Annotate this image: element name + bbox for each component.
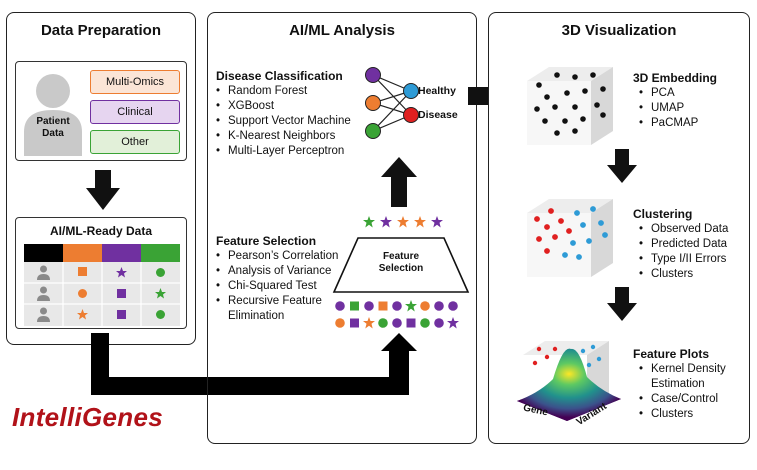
ml-ready-data-title: AI/ML-Ready Data — [49, 224, 153, 238]
clustering-list: Observed Data Predicted Data Type I/II E… — [633, 222, 745, 282]
3d-embedding-section: 3D Embedding PCA UMAP PaCMAP — [633, 71, 743, 131]
list-item: Clusters — [639, 267, 745, 282]
list-item: Random Forest — [216, 84, 361, 99]
clustering-section: Clustering Observed Data Predicted Data … — [633, 207, 745, 282]
list-item: Type I/II Errors — [639, 252, 745, 267]
list-item: Kernel Density Estimation — [639, 362, 745, 392]
list-item: XGBoost — [216, 99, 361, 114]
healthy-label: Healthy — [418, 85, 456, 97]
intelligenes-logo-text: IntelliGenes — [12, 402, 163, 432]
down-arrow-icon — [86, 170, 120, 210]
feature-selection-section: Feature Selection Pearson’s Correlation … — [216, 234, 341, 324]
list-item: PaCMAP — [639, 116, 743, 131]
multi-omics-tag: Multi-Omics — [90, 70, 180, 94]
list-item: Observed Data — [639, 222, 745, 237]
feature-selection-trapezoid-label: Feature Selection — [378, 251, 424, 274]
data-preparation-title: Data Preparation — [40, 22, 162, 39]
list-item: Clusters — [639, 407, 745, 422]
data-matrix-grid — [24, 244, 180, 326]
feature-selection-heading: Feature Selection — [216, 234, 317, 248]
other-tag: Other — [90, 130, 180, 154]
feature-plots-heading: Feature Plots — [633, 347, 710, 361]
feature-plots-list: Kernel Density Estimation Case/Control C… — [633, 362, 745, 422]
list-item: Predicted Data — [639, 237, 745, 252]
feature-density-plot — [517, 341, 621, 421]
3d-visualization-panel: 3D Visualization — [488, 12, 750, 444]
list-item: K-Nearest Neighbors — [216, 129, 361, 144]
data-preparation-panel: Data Preparation Patient Data Multi-Omic… — [6, 12, 196, 345]
3d-embedding-list: PCA UMAP PaCMAP — [633, 86, 743, 131]
list-item: Support Vector Machine — [216, 114, 361, 129]
disease-label: Disease — [418, 109, 458, 121]
list-item: Pearson’s Correlation — [216, 249, 341, 264]
up-arrow-icon — [381, 157, 417, 207]
feature-plots-section: Feature Plots Kernel Density Estimation … — [633, 347, 745, 422]
3d-visualization-title: 3D Visualization — [561, 22, 677, 39]
ai-ml-analysis-title: AI/ML Analysis — [289, 22, 395, 39]
ai-ml-analysis-panel: AI/ML Analysis Disease Classification Ra… — [207, 12, 477, 444]
down-arrow-icon — [607, 287, 637, 321]
list-item: Multi-Layer Perceptron — [216, 144, 361, 159]
disease-classification-list: Random Forest XGBoost Support Vector Mac… — [216, 84, 361, 159]
list-item: PCA — [639, 86, 743, 101]
patient-data-box: Patient Data Multi-Omics Clinical Other — [15, 61, 187, 161]
feature-selection-trapezoid — [332, 237, 470, 293]
selected-features-row — [363, 216, 443, 228]
3d-embedding-plot — [527, 67, 613, 145]
disease-classification-heading: Disease Classification — [216, 69, 343, 83]
list-item: Analysis of Variance — [216, 264, 341, 279]
patient-silhouette-icon — [24, 74, 82, 156]
clinical-tag: Clinical — [90, 100, 180, 124]
list-item: Chi-Squared Test — [216, 279, 341, 294]
disease-classification-section: Disease Classification Random Forest XGB… — [216, 69, 361, 159]
all-features-rows — [335, 300, 459, 329]
down-arrow-icon — [607, 149, 637, 183]
patient-data-label: Patient Data — [36, 116, 70, 139]
list-item: Case/Control — [639, 392, 745, 407]
feature-selection-list: Pearson’s Correlation Analysis of Varian… — [216, 249, 341, 324]
3d-embedding-heading: 3D Embedding — [633, 71, 718, 85]
clustering-plot — [527, 199, 613, 277]
list-item: UMAP — [639, 101, 743, 116]
neural-network-diagram — [365, 67, 419, 139]
ml-ready-data-box: AI/ML-Ready Data — [15, 217, 187, 329]
list-item: Recursive Feature Elimination — [216, 294, 341, 324]
clustering-heading: Clustering — [633, 207, 693, 221]
